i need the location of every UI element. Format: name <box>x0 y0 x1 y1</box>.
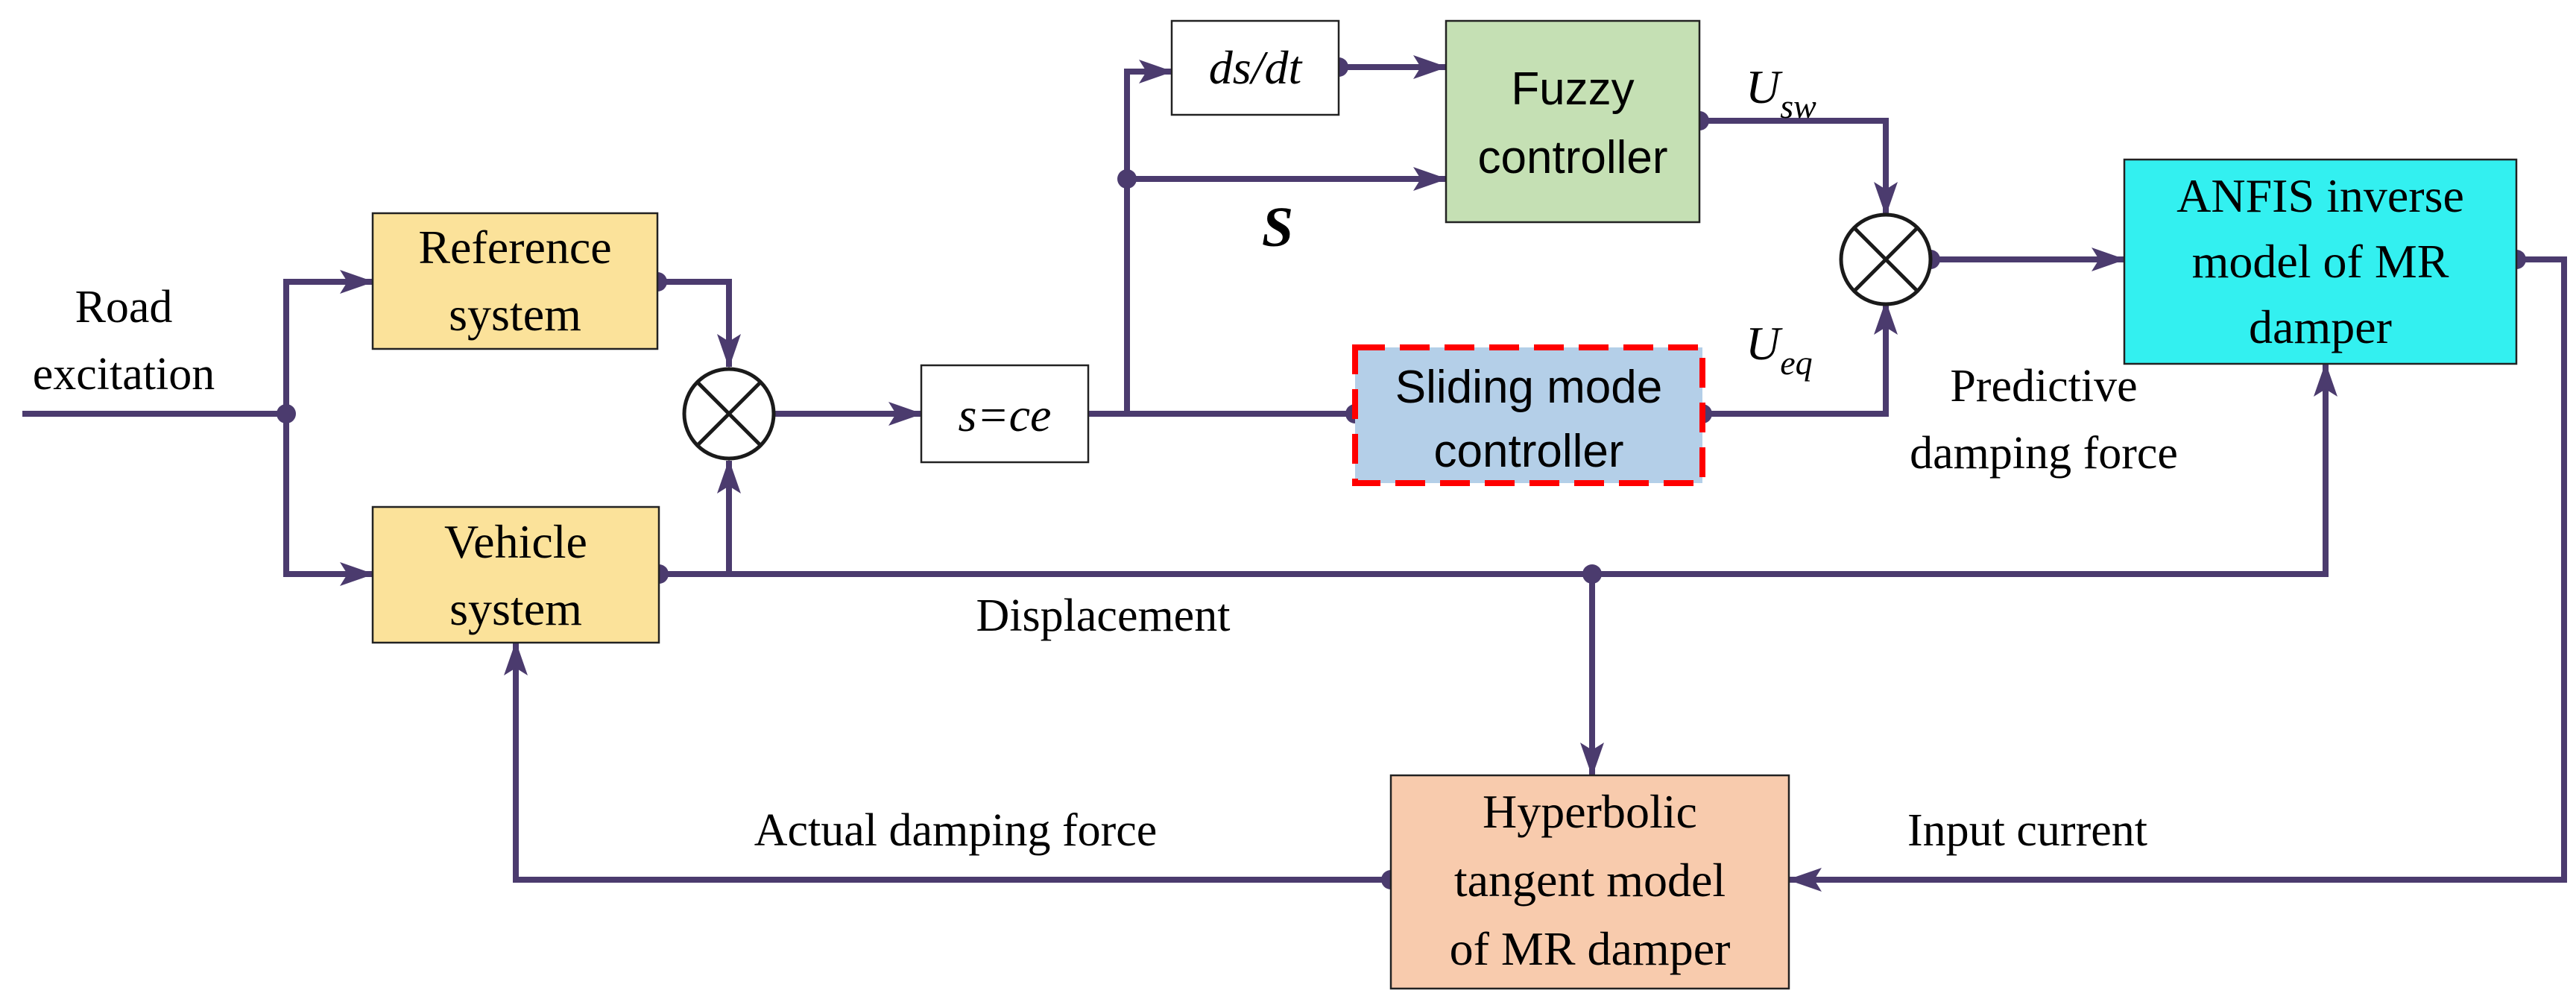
anfis-label-1: ANFIS inverse <box>2176 169 2464 222</box>
anfis-label-2: model of MR <box>2192 235 2449 288</box>
wire-hyperbolic-to-vehicle <box>504 641 1391 883</box>
sliding-mode-controller-label-2: controller <box>1434 426 1624 477</box>
wire-vehicle-to-sum1 <box>659 459 741 577</box>
hyperbolic-tangent-model-block: Hyperbolic tangent model of MR damper <box>1389 774 1790 990</box>
u-sw-base: U <box>1746 60 1783 113</box>
signal-wires <box>22 55 2567 892</box>
junction-displacement-split <box>1582 564 1602 584</box>
sliding-mode-controller-label-1: Sliding mode <box>1395 362 1662 413</box>
reference-system-label-2: system <box>449 288 581 341</box>
anfis-label-3: damper <box>2249 300 2392 353</box>
derivative-label: ds/dt <box>1209 41 1304 94</box>
wire-reference-to-sum1 <box>657 279 741 368</box>
displacement-label: Displacement <box>976 590 1231 641</box>
summing-junction-2 <box>1839 212 1933 306</box>
wire-s-to-derivative <box>1124 60 1173 414</box>
predictive-damping-label-2: damping force <box>1910 428 2178 479</box>
input-current-label: Input current <box>1907 805 2147 856</box>
predictive-damping-label-1: Predictive <box>1950 361 2137 412</box>
vehicle-system-block: Vehicle system <box>371 505 660 644</box>
road-excitation-label-1: Road <box>75 282 173 333</box>
sliding-mode-controller-block: Sliding mode controller <box>1352 344 1705 486</box>
u-eq-label: Ueq <box>1746 317 1813 382</box>
vehicle-system-label-1: Vehicle <box>444 515 587 568</box>
junction-s-branch <box>1117 169 1137 189</box>
wire-displacement-bus <box>729 362 2337 577</box>
wire-fuzzy-to-sum2 <box>1699 118 1898 216</box>
summing-junction-1 <box>682 367 776 461</box>
fuzzy-controller-label-1: Fuzzy <box>1511 63 1634 115</box>
junction-road-split <box>277 404 296 423</box>
wire-to-reference <box>283 270 374 414</box>
actual-damping-force-label: Actual damping force <box>754 805 1158 856</box>
hyperbolic-label-3: of MR damper <box>1450 922 1731 975</box>
anfis-inverse-model-block: ANFIS inverse model of MR damper <box>2123 158 2518 365</box>
u-eq-base: U <box>1746 317 1783 370</box>
wire-anfis-to-hyperbolic <box>1787 256 2567 892</box>
vehicle-system-label-2: system <box>449 582 582 635</box>
u-sw-subscript: sw <box>1780 87 1816 125</box>
fuzzy-controller-block: Fuzzy controller <box>1445 19 1701 224</box>
u-eq-subscript: eq <box>1780 344 1812 382</box>
s-signal-label: S <box>1262 196 1293 259</box>
road-excitation-label-2: excitation <box>33 349 215 400</box>
sliding-surface-label: s=ce <box>959 388 1052 441</box>
fuzzy-controller-label-2: controller <box>1478 132 1668 183</box>
reference-system-label-1: Reference <box>418 221 611 274</box>
hyperbolic-label-2: tangent model <box>1454 854 1726 907</box>
derivative-block: ds/dt <box>1170 19 1340 116</box>
hyperbolic-label-1: Hyperbolic <box>1483 785 1697 838</box>
sliding-surface-block: s=ce <box>920 364 1090 464</box>
u-sw-label: Usw <box>1746 60 1816 125</box>
wire-sliding-to-sum2 <box>1702 300 1898 417</box>
wire-to-vehicle <box>283 414 374 586</box>
reference-system-block: Reference system <box>371 212 659 350</box>
